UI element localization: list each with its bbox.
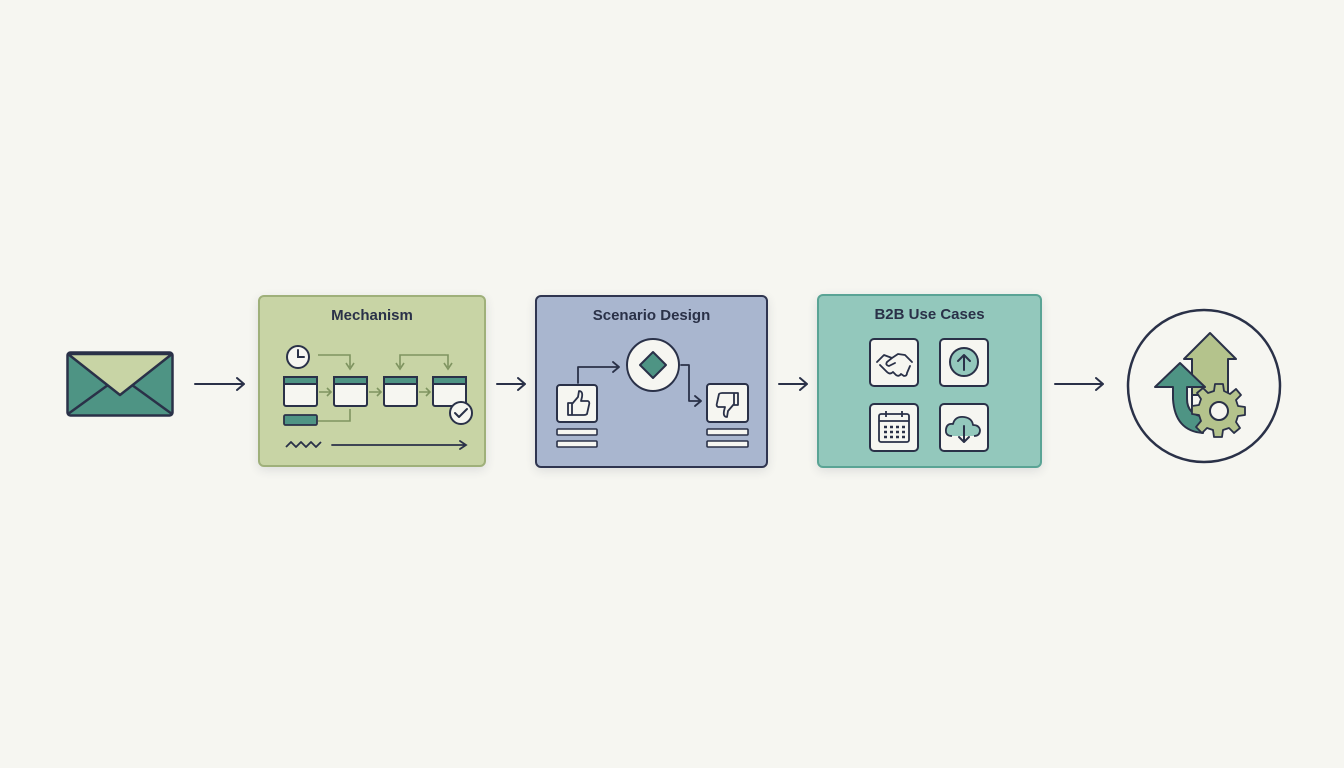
cloud-download-icon (939, 403, 989, 452)
flow-arrow-4 (1054, 376, 1106, 392)
envelope-icon (66, 351, 174, 417)
mechanism-panel: Mechanism (258, 295, 486, 467)
growth-gear-icon (1125, 307, 1283, 465)
wave-icon (285, 441, 322, 448)
upload-circle-icon (939, 338, 989, 387)
window-icon (333, 376, 368, 407)
window-icon (432, 376, 467, 407)
handshake-icon (869, 338, 919, 387)
window-icon (283, 376, 318, 407)
mechanism-diagram (283, 345, 473, 450)
flow-arrow-2 (496, 376, 528, 392)
mechanism-title: Mechanism (331, 307, 413, 324)
flow-arrow-3 (778, 376, 810, 392)
calendar-icon (869, 403, 919, 452)
b2b-use-cases-panel: B2B Use Cases (817, 294, 1042, 468)
scenario-design-title: Scenario Design (592, 307, 711, 324)
b2b-use-cases-title: B2B Use Cases (874, 306, 985, 323)
check-circle-icon (449, 401, 473, 425)
use-cases-grid (869, 338, 989, 452)
flow-arrow-1 (194, 376, 248, 392)
scenario-design-panel: Scenario Design (535, 295, 768, 468)
diamond-decision-icon (626, 338, 680, 392)
thumbs-down-icon (706, 383, 749, 423)
thumbs-up-icon (556, 384, 598, 423)
clock-icon (286, 345, 310, 369)
scenario-diagram (556, 338, 749, 448)
window-icon (383, 376, 418, 407)
